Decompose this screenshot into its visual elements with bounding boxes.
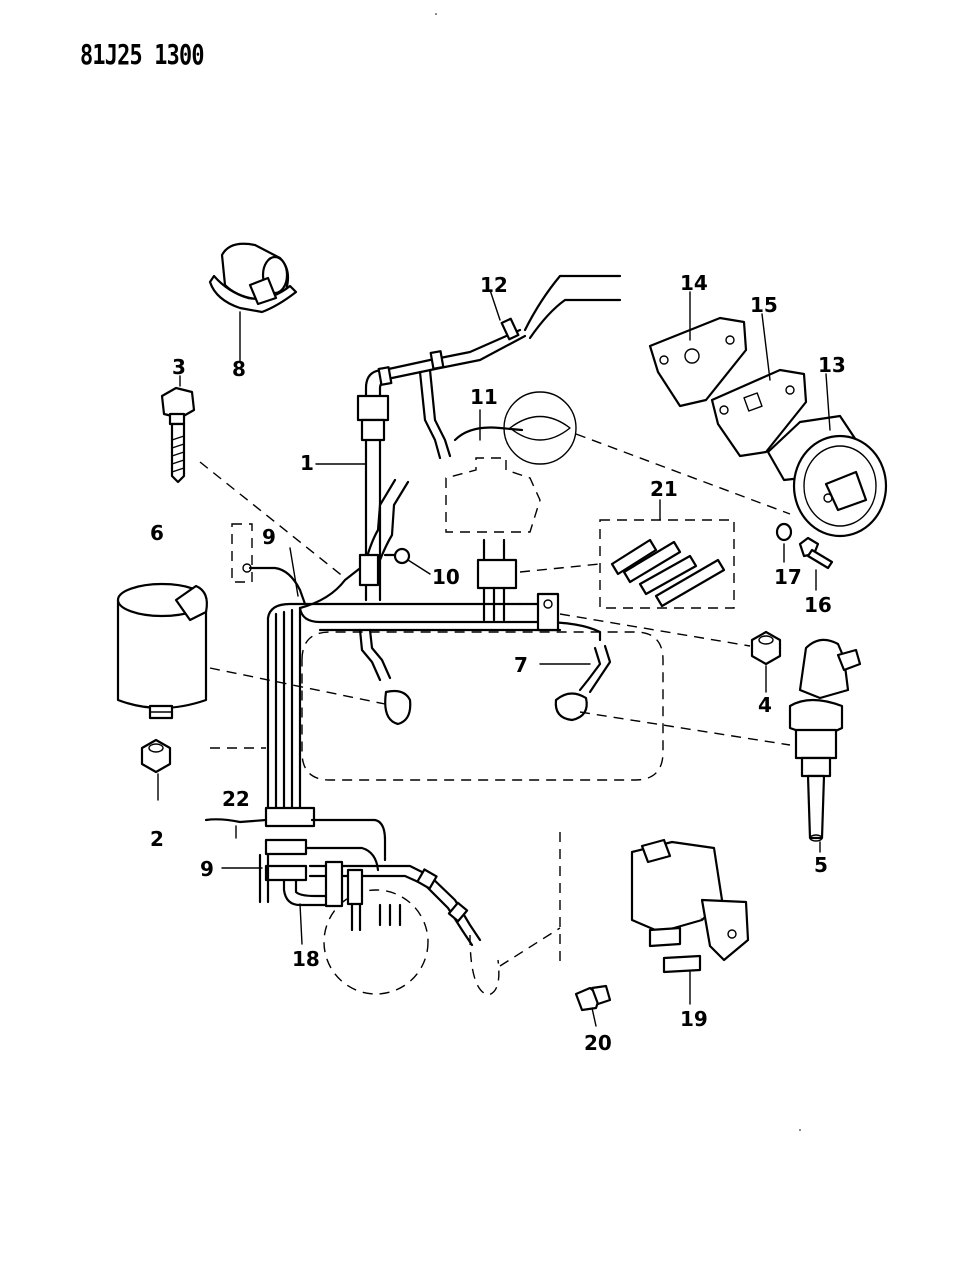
canister-part-6 [116,582,208,720]
callout-7: 7 [514,653,528,677]
callout-16: 16 [804,593,832,617]
callout-18: 18 [292,947,320,971]
egr-valve-part-13 [766,414,888,538]
callout-numbers: 1 2 3 4 5 6 7 8 9 9 10 11 12 13 14 15 16… [150,271,846,1055]
callout-14: 14 [680,271,708,295]
lower-harness [204,806,482,947]
vacuum-harness [242,274,622,810]
callout-6: 6 [150,521,164,545]
washer-part-17 [775,522,793,542]
diagram-code: 81J25 1300 [80,38,204,71]
hose-kit-part-21 [599,519,735,609]
callout-12: 12 [480,273,508,297]
nut-part-4 [750,630,782,666]
gasket-part-14 [648,316,748,408]
callout-15: 15 [750,293,778,317]
callout-19: 19 [680,1007,708,1031]
callout-2: 2 [150,827,164,851]
bolt-part-16 [798,536,834,570]
callout-17: 17 [774,565,802,589]
callout-3: 3 [172,355,186,379]
callout-9-upper: 9 [262,525,276,549]
solenoid-part-19 [630,838,750,974]
callout-5: 5 [814,853,828,877]
gasket-part-15 [710,368,808,458]
callout-21: 21 [650,477,678,501]
callout-22: 22 [222,787,250,811]
bolt-part-3 [160,386,196,484]
callout-4: 4 [758,693,772,717]
nut-part-2 [140,738,172,774]
callout-10: 10 [432,565,460,589]
callout-20: 20 [584,1031,612,1055]
bolt-part-20 [574,984,612,1012]
callout-1: 1 [300,451,314,475]
callout-13: 13 [818,353,846,377]
leader-lines [199,433,791,967]
callout-8: 8 [232,357,246,381]
valve-part-5 [788,638,862,842]
callout-lines [157,289,831,1027]
hose-clamp-part-8 [208,242,298,314]
callout-11: 11 [470,385,498,409]
callout-9-lower: 9 [200,857,214,881]
